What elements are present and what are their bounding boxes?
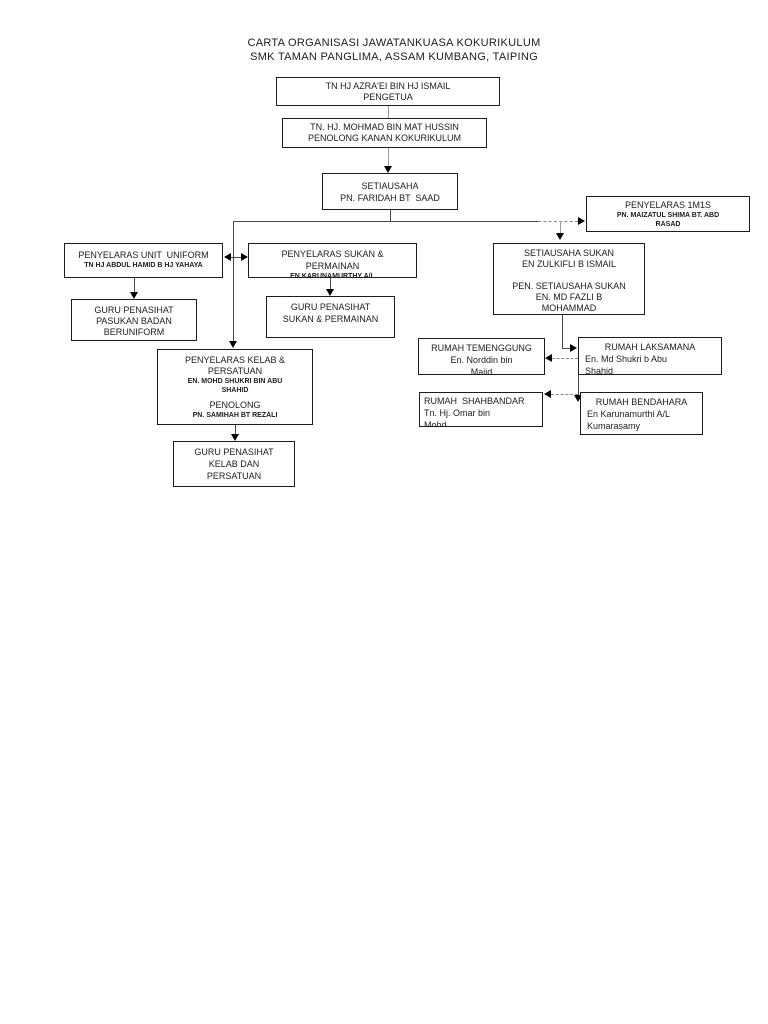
connector-main-horizontal [233, 221, 538, 222]
org-box-rumah-laksamana: RUMAH LAKSAMANA En. Md Shukri b Abu Shah… [578, 337, 722, 375]
org-box-line: PENOLONG KANAN KOKURIKULUM [307, 133, 462, 143]
org-box-line: Shahid [585, 366, 614, 375]
connector-laksamana-temenggung [552, 358, 578, 359]
org-box-line: PENYELARAS UNIT UNIFORM [78, 250, 209, 260]
org-box-rumah-bendahara: RUMAH BENDAHARA En Karunamurthi A/L Kuma… [580, 392, 703, 435]
org-box-pengetua: TN HJ AZRA'EI BIN HJ ISMAIL PENGETUA [276, 77, 500, 106]
arrow-left-icon [545, 354, 552, 362]
org-box-line: Majid [470, 367, 493, 375]
org-box-penyelaras-1m1s: PENYELARAS 1M1S PN. MAIZATUL SHIMA BT. A… [586, 196, 750, 232]
org-box-line: EN KARUNAMURTHY A/L [290, 273, 375, 278]
connector-setiausaha-drop [390, 209, 391, 222]
org-box-line: En. Norddin bin [450, 355, 513, 365]
org-box-line: PASUKAN BADAN [96, 316, 172, 326]
org-box-line: PN. SAMIHAH BT REZALI [192, 412, 278, 419]
org-box-line: GURU PENASIHAT [194, 447, 274, 457]
org-box-line: TN HJ ABDUL HAMID B HJ YAHAYA [84, 262, 203, 269]
org-box-line: RASAD [655, 221, 681, 228]
connector-bendahara-shahbandar [551, 394, 578, 395]
org-box-line: PERSATUAN [206, 471, 262, 481]
arrow-down-icon [556, 233, 564, 240]
org-box-rumah-shahbandar: RUMAH SHAHBANDAR Tn. Hj. Omar bin Mohd [419, 392, 543, 427]
org-box-line: En. Md Shukri b Abu [585, 354, 668, 364]
org-box-line: PENYELARAS SUKAN & [281, 249, 384, 259]
arrow-right-icon [578, 217, 585, 225]
chart-title-line2: SMK TAMAN PANGLIMA, ASSAM KUMBANG, TAIPI… [250, 51, 538, 63]
org-box-rumah-temenggung: RUMAH TEMENGGUNG En. Norddin bin Majid [418, 338, 545, 375]
chart-title-line1: CARTA ORGANISASI JAWATANKUASA KOKURIKULU… [247, 37, 541, 49]
org-box-line: GURU PENASIHAT [94, 305, 174, 315]
org-box-line: PENGETUA [363, 92, 413, 102]
org-box-kelab-persatuan: PENYELARAS KELAB & PERSATUAN EN. MOHD SH… [157, 349, 313, 425]
connector-kelab-guru [235, 425, 236, 437]
org-box-line: BERUNIFORM [103, 327, 165, 337]
org-box-guru-sukan: GURU PENASIHAT SUKAN & PERMAINAN [266, 296, 395, 338]
arrow-left-icon [224, 253, 231, 261]
arrow-down-icon [130, 292, 138, 299]
org-box-line: EN. MD FAZLI B [535, 292, 603, 302]
org-box-line: SETIAUSAHA [361, 181, 419, 191]
org-box-line: PERMAINAN [305, 261, 360, 271]
connector-uniform-guru [134, 278, 135, 293]
org-box-line: PN. FARIDAH BT SAAD [340, 193, 440, 203]
org-box-line: Kumarasamy [587, 421, 641, 431]
org-box-line: PENYELARAS 1M1S [624, 200, 712, 210]
org-box-line: PENOLONG [209, 400, 261, 410]
org-box-line: PERSATUAN [207, 366, 263, 376]
org-box-line: SHAHID [221, 387, 249, 394]
connector-pengetua-penolong [388, 106, 389, 118]
org-box-line: En Karunamurthi A/L [587, 409, 671, 419]
org-box-line: EN ZULKIFLI B ISMAIL [521, 259, 617, 269]
arrow-right-icon [241, 253, 248, 261]
connector-laksamana-drop [578, 375, 579, 397]
org-box-penolong-kanan: TN. HJ. MOHMAD BIN MAT HUSSIN PENOLONG K… [282, 118, 487, 148]
connector-penolong-setiausaha [388, 148, 389, 166]
org-box-unit-uniform: PENYELARAS UNIT UNIFORM TN HJ ABDUL HAMI… [64, 243, 223, 278]
arrow-down-icon [574, 395, 582, 402]
arrow-left-icon [544, 390, 551, 398]
org-box-setiausaha: SETIAUSAHA PN. FARIDAH BT SAAD [322, 173, 458, 210]
org-box-line: PEN. SETIAUSAHA SUKAN [512, 281, 626, 291]
connector-main-horizontal-dashed [538, 221, 578, 222]
connector-uniform-sukan [231, 257, 242, 258]
org-box-line: GURU PENASIHAT [290, 302, 371, 312]
org-box-line: TN. HJ. MOHMAD BIN MAT HUSSIN [310, 122, 459, 132]
connector-sukan-guru [330, 278, 331, 290]
org-box-line: SETIAUSAHA SUKAN [523, 248, 615, 258]
connector-drop-setiausaha-sukan [560, 221, 561, 234]
org-box-line: RUMAH TEMENGGUNG [431, 343, 532, 353]
org-box-line: EN. MOHD SHUKRI BIN ABU [187, 378, 283, 385]
org-box-spacer [494, 270, 644, 281]
arrow-down-icon [384, 166, 392, 173]
org-box-line: MOHAMMAD [541, 303, 597, 313]
arrow-down-icon [229, 341, 237, 348]
org-box-line: SUKAN & PERMAINAN [282, 314, 379, 324]
arrow-right-icon [570, 344, 577, 352]
org-box-line: TN HJ AZRA'EI BIN HJ ISMAIL [325, 81, 451, 91]
connector-setiausaha-sukan-drop [562, 315, 563, 349]
org-box-line: PENYELARAS KELAB & [184, 355, 286, 365]
org-box-line: Tn. Hj. Omar bin [424, 408, 491, 418]
org-box-line: Mohd [424, 420, 447, 427]
org-box-line: KELAB DAN [208, 459, 260, 469]
org-box-sukan-permainan: PENYELARAS SUKAN & PERMAINAN EN KARUNAMU… [248, 243, 417, 278]
connector-to-laksamana [562, 348, 571, 349]
arrow-down-icon [231, 434, 239, 441]
connector-left-drop [233, 221, 234, 341]
org-box-line: RUMAH BENDAHARA [595, 397, 688, 407]
org-box-line: RUMAH LAKSAMANA [604, 342, 696, 352]
org-box-setiausaha-sukan: SETIAUSAHA SUKAN EN ZULKIFLI B ISMAIL PE… [493, 243, 645, 315]
org-box-guru-kelab: GURU PENASIHAT KELAB DAN PERSATUAN [173, 441, 295, 487]
org-box-line: PN. MAIZATUL SHIMA BT. ABD [616, 212, 720, 219]
org-box-line: RUMAH SHAHBANDAR [424, 396, 525, 406]
arrow-down-icon [326, 289, 334, 296]
org-box-guru-pasukan: GURU PENASIHAT PASUKAN BADAN BERUNIFORM [71, 299, 197, 341]
